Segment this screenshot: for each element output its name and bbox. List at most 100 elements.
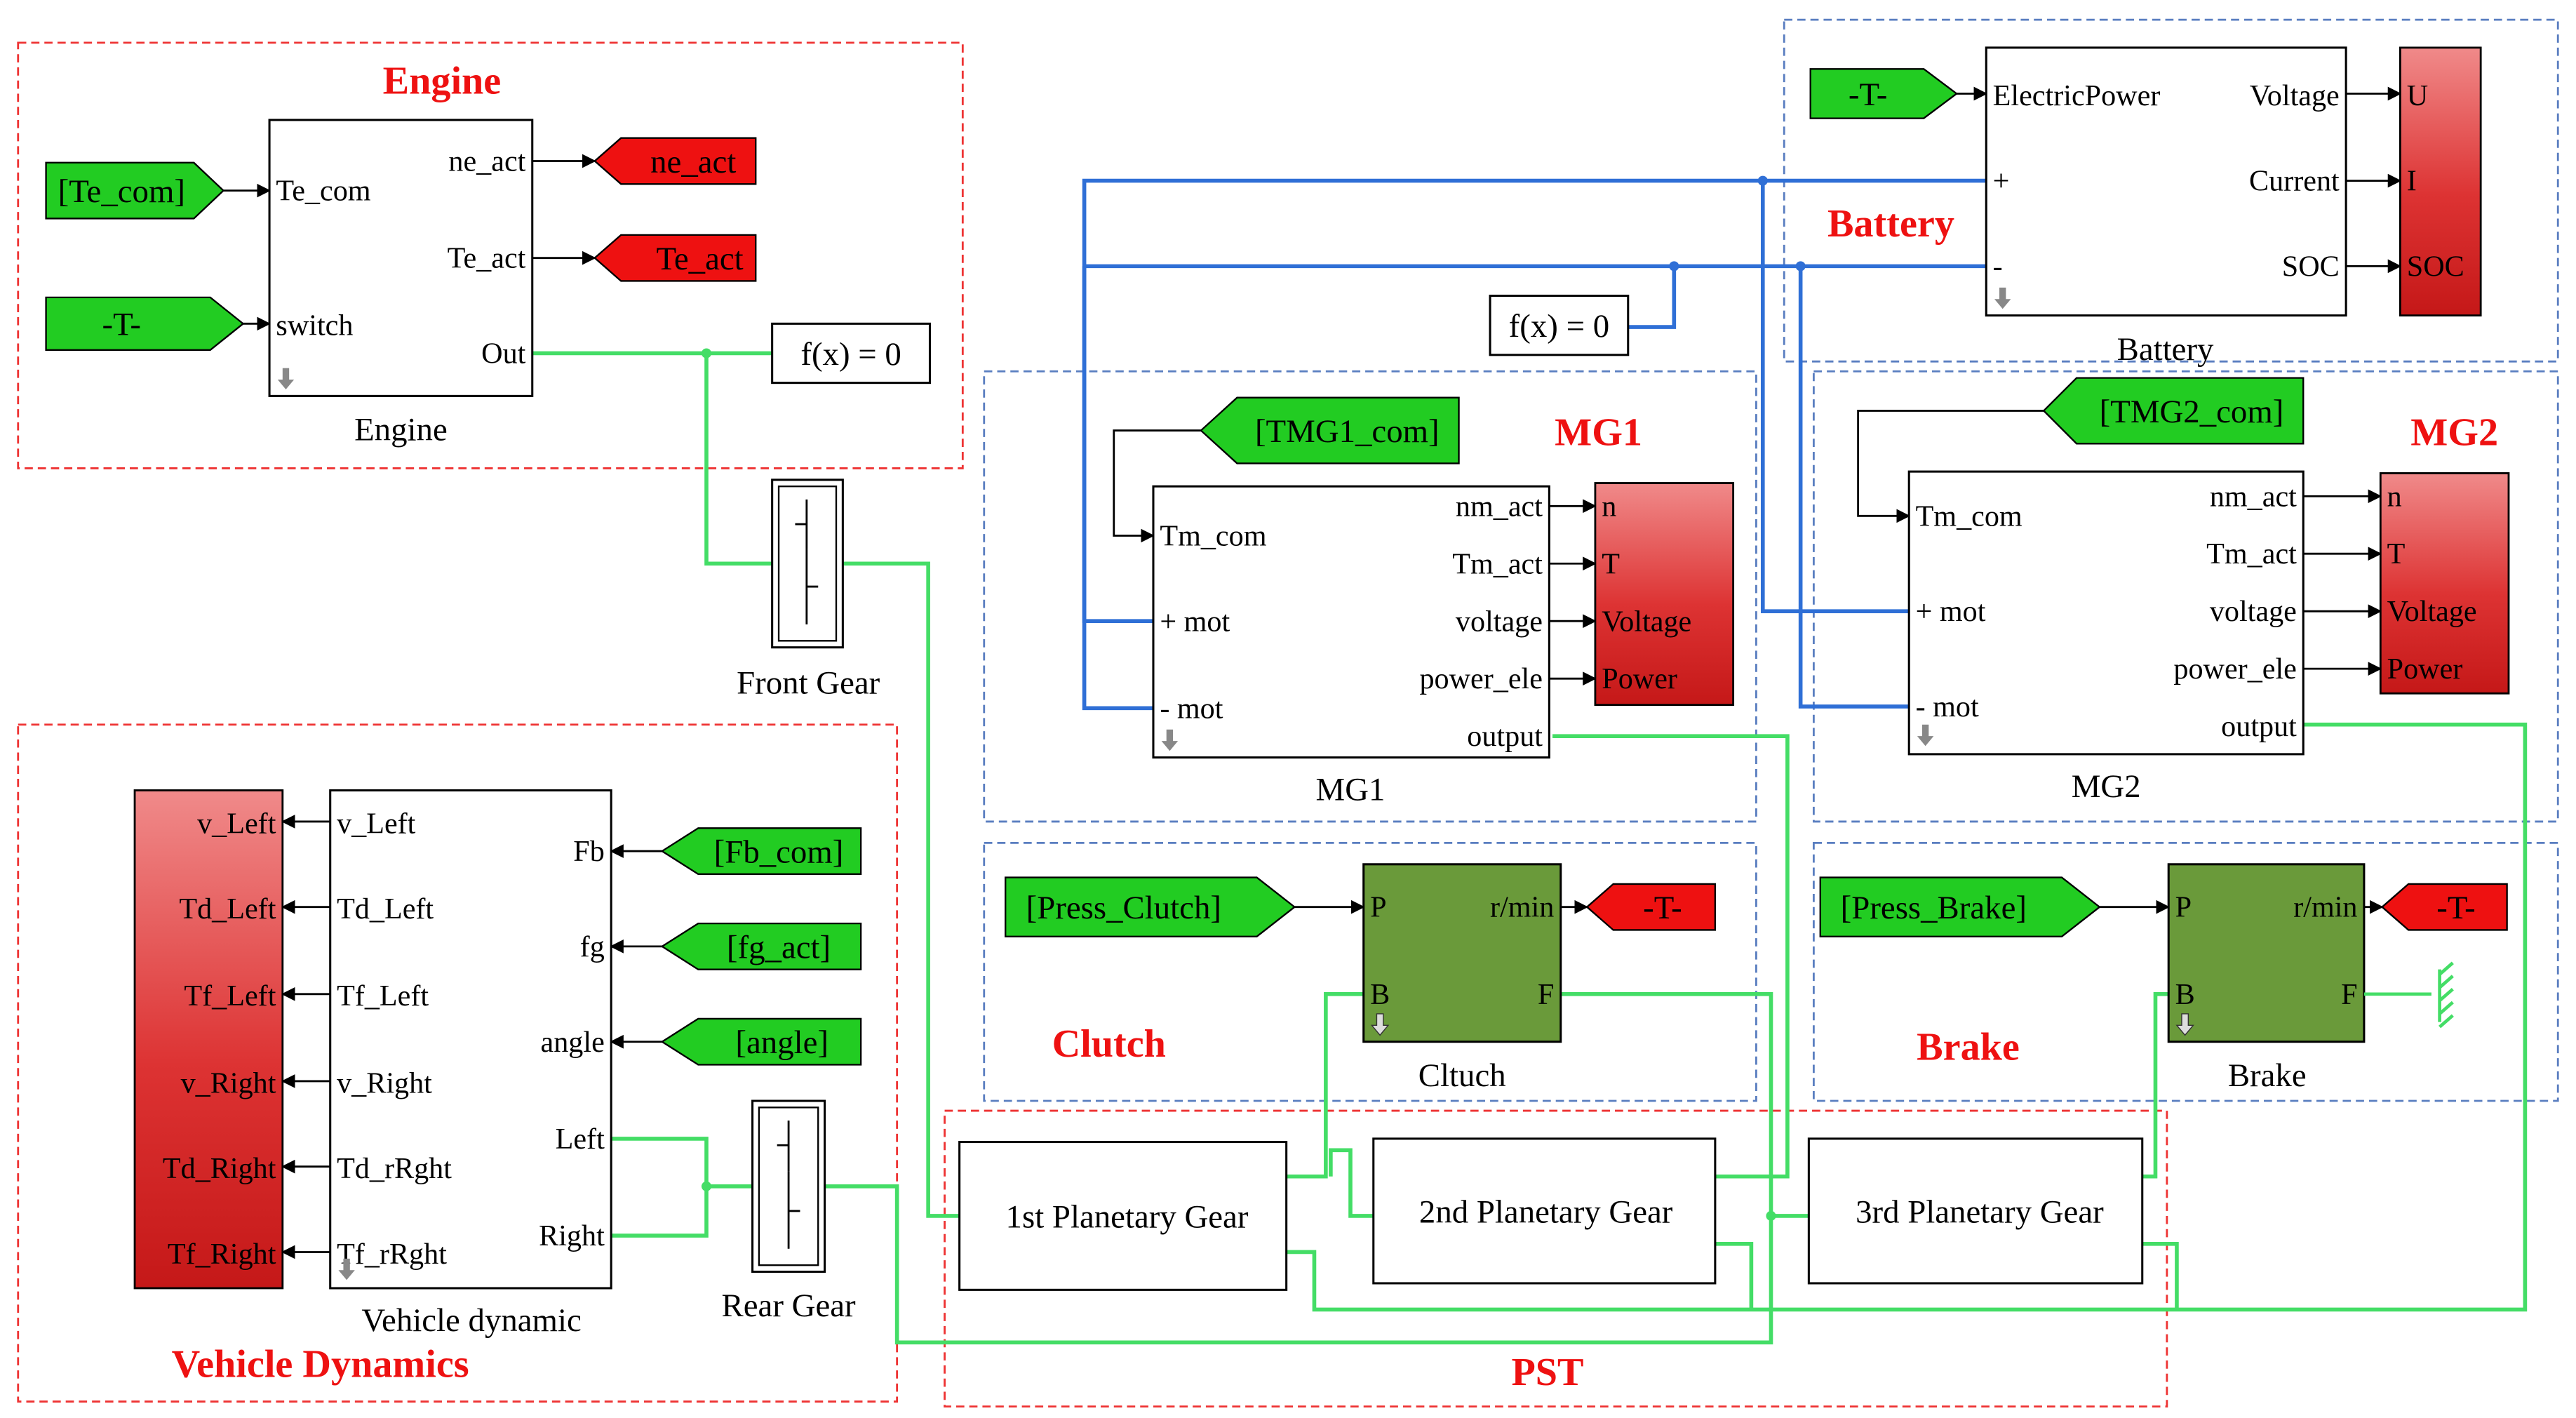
mg2-tag[interactable]: [TMG2_com] <box>2042 377 2305 445</box>
vehicle-fb-tag[interactable]: [Fb_com] <box>660 827 862 876</box>
brake-t-tag-label: -T- <box>2436 890 2476 926</box>
pst-group-title: PST <box>1511 1351 1583 1394</box>
vehicle-fb-tag-label: [Fb_com] <box>714 834 844 870</box>
clutch-block[interactable]: P B r/min F <box>1362 863 1562 1043</box>
vehicle-scope-v-left: v_Left <box>197 807 276 840</box>
mg2-scope-voltage: Voltage <box>2387 595 2477 628</box>
mg2-block[interactable]: Tm_com + mot - mot nm_act Tm_act voltage… <box>1907 470 2305 756</box>
battery-port-current: Current <box>2249 165 2340 198</box>
engine-ne-act-tag-label: ne_act <box>650 144 736 180</box>
mg2-group-title: MG2 <box>2410 411 2498 455</box>
battery-fx-label: f(x) = 0 <box>1509 308 1609 345</box>
battery-group-title: Battery <box>1827 202 1954 246</box>
planetary-gear-1[interactable]: 1st Planetary Gear <box>958 1141 1288 1291</box>
mg2-port-voltage: voltage <box>2210 595 2297 628</box>
vehicle-port-td-left: Td_Left <box>337 892 434 925</box>
mg2-port-tm-com: Tm_com <box>1916 500 2022 533</box>
mg1-scope[interactable]: n T Voltage Power <box>1594 482 1735 707</box>
vehicle-scope[interactable]: v_Left Td_Left Tf_Left v_Right Td_Right … <box>133 789 284 1290</box>
vehicle-mask-icon <box>338 1258 355 1280</box>
mg1-group-title: MG1 <box>1555 411 1642 455</box>
engine-ne-act-tag[interactable]: ne_act <box>593 137 757 185</box>
battery-t-tag[interactable]: -T- <box>1809 68 1959 119</box>
mg2-mask-icon <box>1917 724 1934 747</box>
engine-fx-block[interactable]: f(x) = 0 <box>771 322 932 384</box>
vehicle-scope-v-right: v_Right <box>181 1066 276 1099</box>
battery-port-soc: SOC <box>2282 250 2340 283</box>
battery-port-voltage: Voltage <box>2250 79 2340 112</box>
mg2-scope[interactable]: n T Voltage Power <box>2379 472 2510 695</box>
brake-port-b: B <box>2175 978 2195 1011</box>
brake-port-p: P <box>2175 891 2192 924</box>
brake-press-tag-label: [Press_Brake] <box>1841 890 2027 926</box>
brake-block[interactable]: P B r/min F <box>2167 863 2366 1043</box>
vehicle-fg-tag[interactable]: [fg_act] <box>660 922 862 970</box>
engine-port-switch: switch <box>276 309 353 342</box>
clutch-press-tag[interactable]: [Press_Clutch] <box>1005 876 1296 938</box>
clutch-block-name: Cltuch <box>1418 1057 1506 1094</box>
vehicle-scope-tf-left: Tf_Left <box>184 979 276 1012</box>
planetary-gear-2[interactable]: 2nd Planetary Gear <box>1372 1137 1717 1285</box>
engine-group-title: Engine <box>383 59 502 102</box>
engine-port-out: Out <box>481 337 526 370</box>
mg2-group-frame <box>1812 370 2559 823</box>
engine-t-tag-label: -T- <box>102 307 142 343</box>
vehicle-port-td-rrght: Td_rRght <box>337 1152 452 1185</box>
engine-te-com-tag[interactable]: [Te_com] <box>45 161 225 220</box>
battery-scope-i: I <box>2407 165 2417 198</box>
mg2-port-output: output <box>2221 710 2297 743</box>
battery-fx-block[interactable]: f(x) = 0 <box>1489 295 1630 356</box>
battery-scope[interactable]: U I SOC <box>2399 46 2482 317</box>
battery-scope-soc: SOC <box>2407 250 2464 283</box>
vehicle-port-fg: fg <box>580 930 605 963</box>
mg1-port-power-ele: power_ele <box>1419 662 1543 695</box>
mg1-tag[interactable]: [TMG1_com] <box>1200 396 1460 464</box>
vehicle-port-tf-left: Tf_Left <box>337 979 429 1012</box>
engine-group-frame <box>17 41 964 469</box>
battery-port-electricpower: ElectricPower <box>1993 79 2161 112</box>
mg1-block[interactable]: Tm_com + mot - mot nm_act Tm_act voltage… <box>1152 485 1550 759</box>
engine-t-tag[interactable]: -T- <box>45 296 245 351</box>
battery-group-frame <box>1783 18 2559 363</box>
vehicle-group-title: Vehicle Dynamics <box>172 1342 469 1386</box>
brake-port-f: F <box>2341 978 2357 1011</box>
vehicle-scope-td-right: Td_Right <box>163 1152 276 1185</box>
vehicle-port-right: Right <box>539 1219 605 1252</box>
engine-block[interactable]: Te_com switch ne_act Te_act Out <box>268 119 534 397</box>
engine-block-name: Engine <box>354 412 448 448</box>
mechanical-ground-icon <box>2363 961 2454 1029</box>
mg1-port-plus-mot: + mot <box>1160 605 1230 638</box>
mg1-mask-icon <box>1161 729 1179 751</box>
clutch-t-tag-label: -T- <box>1643 890 1682 926</box>
engine-te-act-tag[interactable]: Te_act <box>593 234 757 282</box>
brake-port-rmin: r/min <box>2293 891 2357 924</box>
battery-port-minus: - <box>1993 250 2003 283</box>
clutch-group-title: Clutch <box>1052 1022 1166 1066</box>
vehicle-port-v-left: v_Left <box>337 807 416 840</box>
front-gear-block[interactable] <box>771 479 844 649</box>
mg2-scope-power: Power <box>2387 653 2463 685</box>
clutch-port-rmin: r/min <box>1490 891 1554 924</box>
vehicle-block[interactable]: v_Left Td_Left Tf_Left v_Right Td_rRght … <box>329 789 612 1290</box>
planetary-gear-1-label: 1st Planetary Gear <box>1006 1198 1249 1235</box>
vehicle-port-v-right: v_Right <box>337 1066 432 1099</box>
brake-press-tag[interactable]: [Press_Brake] <box>1819 876 2101 938</box>
mg1-port-voltage: voltage <box>1456 605 1543 638</box>
engine-port-ne-act: ne_act <box>448 145 525 178</box>
vehicle-angle-tag-label: [angle] <box>735 1024 829 1061</box>
brake-t-tag[interactable]: -T- <box>2380 883 2508 931</box>
clutch-t-tag[interactable]: -T- <box>1585 883 1717 931</box>
planetary-gear-3[interactable]: 3rd Planetary Gear <box>1807 1137 2144 1285</box>
vehicle-block-name: Vehicle dynamic <box>361 1302 581 1339</box>
engine-mask-icon <box>277 368 295 390</box>
battery-block-name: Battery <box>2117 331 2214 368</box>
mg1-tag-label: [TMG1_com] <box>1255 413 1440 450</box>
mg2-port-power-ele: power_ele <box>2173 653 2297 685</box>
planetary-gear-2-label: 2nd Planetary Gear <box>1419 1193 1673 1230</box>
mg1-port-tm-com: Tm_com <box>1160 519 1266 552</box>
vehicle-angle-tag[interactable]: [angle] <box>660 1017 862 1066</box>
battery-block[interactable]: ElectricPower + - Voltage Current SOC <box>1985 46 2347 317</box>
mg1-scope-t: T <box>1602 547 1620 580</box>
rear-gear-block[interactable] <box>751 1099 826 1273</box>
brake-block-name: Brake <box>2228 1057 2307 1094</box>
